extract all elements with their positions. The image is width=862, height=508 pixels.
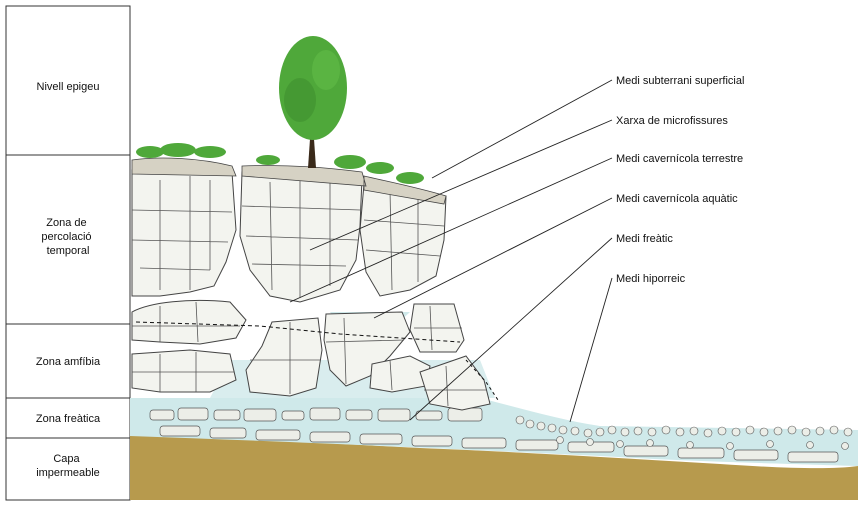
callout-hiporreic: Medi hiporreic [616, 273, 686, 285]
callout-cavernicola-terrestre: Medi cavernícola terrestre [616, 153, 743, 165]
rock-block-1 [131, 169, 237, 297]
surface-soil [131, 157, 447, 205]
rock-block-4 [131, 299, 247, 345]
zone-box-impermeable [5, 437, 131, 501]
zone-box-epigeu [5, 5, 131, 156]
limestone-middle [131, 299, 491, 411]
zone-label-freatica: Zona freàtica [36, 413, 101, 425]
rock-block-2 [239, 171, 363, 303]
zone-label-epigeu: Nivell epigeu [37, 81, 100, 93]
rock-block-3 [359, 183, 447, 297]
tree [279, 36, 347, 168]
zone-box-percolacio [5, 154, 131, 325]
zone-box-amfibia [5, 323, 131, 399]
zone-label-amfibia: Zona amfíbia [36, 356, 101, 368]
impermeable-ground [130, 432, 858, 500]
zone-column: Nivell epigeu Zona de percolació tempora… [5, 5, 131, 501]
leader-lines [289, 79, 613, 423]
grass-tufts [136, 143, 424, 184]
percolation-limit-line [135, 321, 461, 343]
zone-label-percolacio: Zona de percolació temporal [41, 217, 94, 257]
spring-dashed-line [465, 359, 499, 401]
rock-block-10 [419, 355, 491, 411]
zone-label-impermeable: Capa impermeable [36, 453, 100, 479]
callout-microfissures: Xarxa de microfissures [616, 115, 728, 127]
callouts: Medi subterrani superficial Xarxa de mic… [616, 75, 744, 285]
phreatic-gravel [149, 407, 839, 463]
callout-cavernicola-aquatic: Medi cavernícola aquàtic [616, 193, 738, 205]
rock-block-8 [131, 349, 237, 393]
callout-superficial: Medi subterrani superficial [616, 75, 744, 87]
callout-freatic: Medi freàtic [616, 233, 673, 245]
hyporheic-gravel [515, 415, 853, 450]
rock-block-5 [245, 317, 323, 397]
limestone-upper [131, 169, 447, 303]
